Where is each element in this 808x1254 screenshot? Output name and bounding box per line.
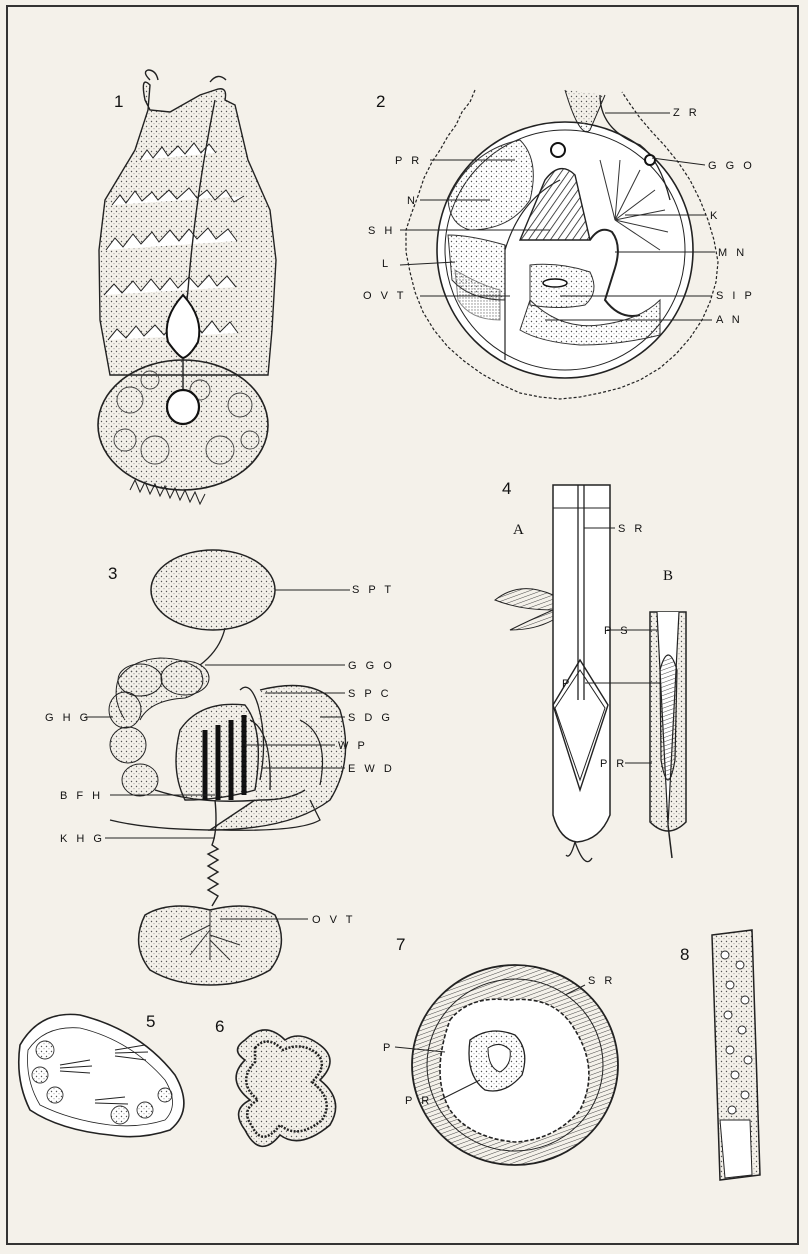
fig3-label-wp: W P (338, 740, 368, 752)
figure-7-drawing (412, 965, 618, 1165)
figure-number-1: 1 (114, 93, 123, 111)
fig4-label-sr: S R (618, 523, 645, 535)
figure-4-subfigure-a: A (513, 522, 524, 538)
figure-number-8: 8 (680, 946, 689, 964)
fig2-label-ovt: O V T (363, 290, 407, 302)
figure-4-subfigure-b: B (663, 568, 673, 584)
fig2-label-n: N (407, 195, 418, 207)
fig7-label-pr: P R (405, 1095, 432, 1107)
figure-number-3: 3 (108, 565, 117, 583)
fig3-label-ggo: G G O (348, 660, 395, 672)
fig2-label-mn: M N (718, 247, 747, 259)
fig2-label-pr: P R (395, 155, 422, 167)
figure-1-drawing (98, 70, 276, 504)
fig4-label-pr: P R (600, 758, 627, 770)
figure-number-2: 2 (376, 93, 385, 111)
fig3-label-spt: S P T (352, 584, 394, 596)
fig3-label-bfh: B F H (60, 790, 103, 802)
figure-6-drawing (236, 1030, 336, 1146)
fig2-label-zr: Z R (673, 107, 700, 119)
fig3-label-khg: K H G (60, 833, 105, 845)
figure-4-drawing (495, 485, 686, 862)
figure-2-drawing (406, 90, 718, 399)
figure-number-6: 6 (215, 1018, 224, 1036)
fig4-label-ps: P S (604, 625, 631, 637)
figure-number-7: 7 (396, 936, 405, 954)
fig2-label-k: K (710, 210, 720, 222)
figure-8-drawing (712, 930, 760, 1180)
fig4-label-p: P (562, 678, 572, 690)
fig2-label-sip: S I P (716, 290, 755, 302)
fig3-label-sdg: S D G (348, 712, 393, 724)
fig2-label-l: L (382, 258, 391, 270)
fig2-label-ggo: G G O (708, 160, 755, 172)
fig3-label-ghg: G H G (45, 712, 91, 724)
fig7-label-p: P (383, 1042, 393, 1054)
fig3-label-spc: S P C (348, 688, 392, 700)
fig3-label-ewd: E W D (348, 763, 395, 775)
fig2-label-sh: S H (368, 225, 395, 237)
figure-5-drawing (19, 1014, 184, 1136)
figure-number-4: 4 (502, 480, 511, 498)
fig7-label-sr: S R (588, 975, 615, 987)
figure-number-5: 5 (146, 1013, 155, 1031)
fig2-label-an: A N (716, 314, 743, 326)
fig3-label-ovt: O V T (312, 914, 356, 926)
